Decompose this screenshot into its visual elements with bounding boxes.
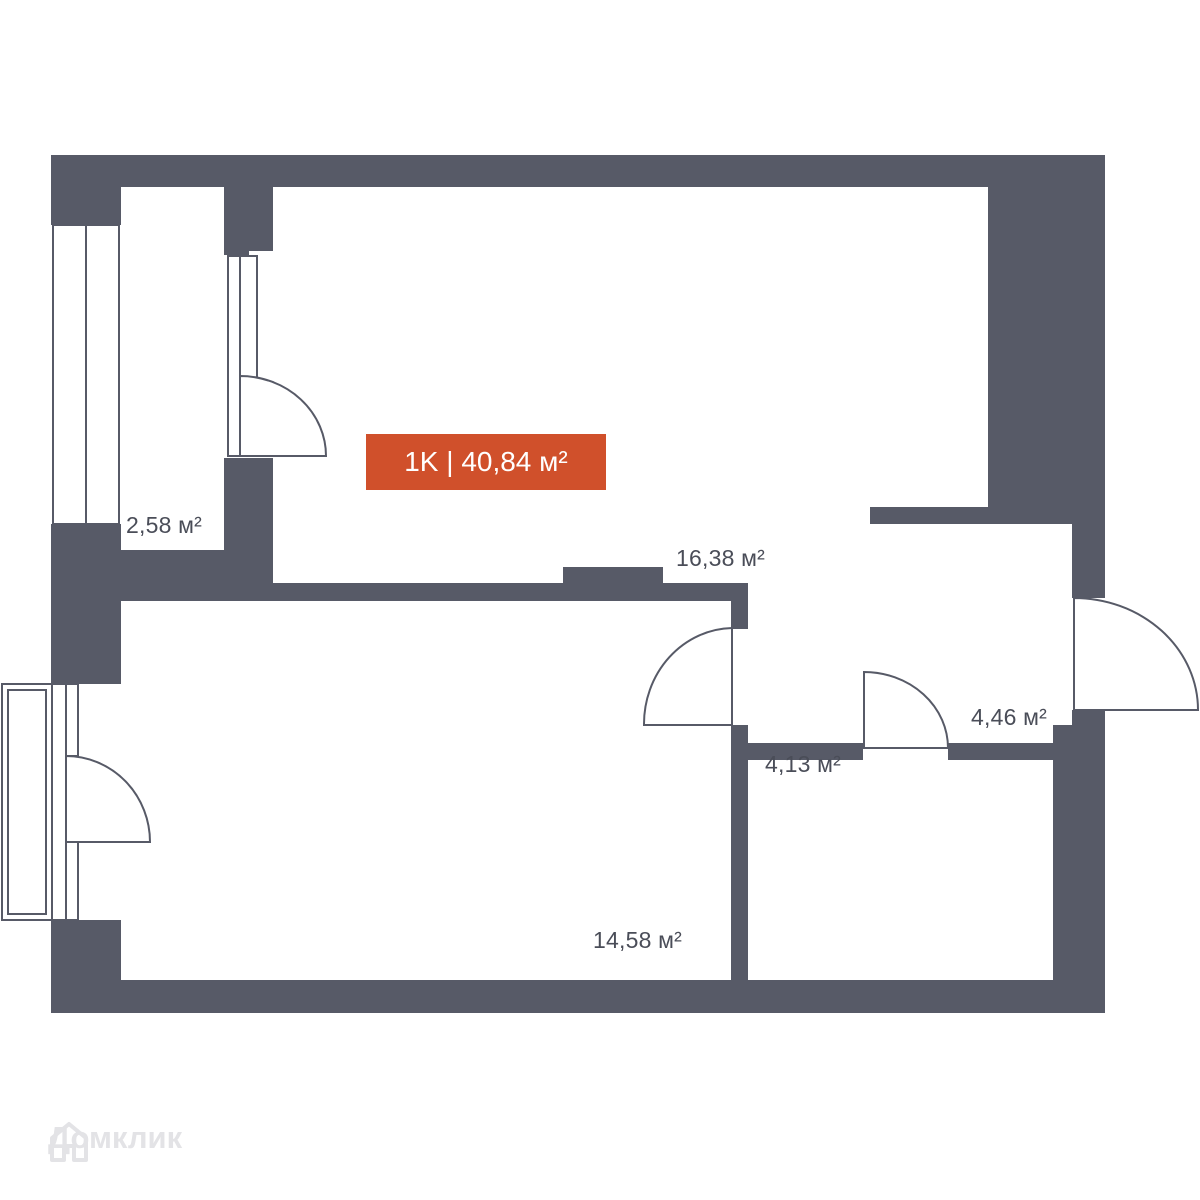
bedroom-door-swing [642,626,733,726]
wall-right-lower-cap [1072,710,1105,1013]
wall-bedroom-right-top [731,583,748,629]
area-bathroom: 4,13 м² [765,751,842,777]
area-hallway: 4,46 м² [971,704,1048,730]
wall-left-lower [51,920,121,1013]
window-bedroom-wall [51,683,67,921]
bathroom-door-swing [863,670,950,749]
wall-kitchen-step [870,507,1105,524]
wall-storage-right [224,155,249,255]
entrance-door-swing [1073,596,1200,711]
area-bedroom: 14,58 м² [593,927,683,953]
house-logo-icon [50,1122,88,1162]
wall-bath-top-right [948,743,1105,760]
wall-hall-right [1072,507,1105,598]
wall-storage-bottom [121,550,273,583]
walls [51,155,1105,1013]
wall-left-middle [51,524,121,684]
window-bedroom-sash-bottom [65,841,79,921]
area-storage: 2,58 м² [126,512,203,538]
storage-door [227,255,328,457]
watermark: Домклик [48,1120,182,1162]
window-bedroom-inner [7,689,47,915]
window-bedroom-sash-top [65,683,79,757]
storage-door-jamb [227,255,241,457]
storage-door-swing [239,374,328,457]
wall-bath-top-left [731,743,863,760]
wall-bedroom-right [731,725,748,1013]
wall-top [51,155,1105,187]
wall-column [563,567,663,601]
apartment-label: 1K | 40,84 м² [366,434,606,490]
area-kitchen-living: 16,38 м² [676,545,766,571]
wall-bottom [51,980,1105,1013]
balcony-door-swing [65,754,152,843]
wall-left-upper [51,155,121,225]
windows [1,224,120,921]
